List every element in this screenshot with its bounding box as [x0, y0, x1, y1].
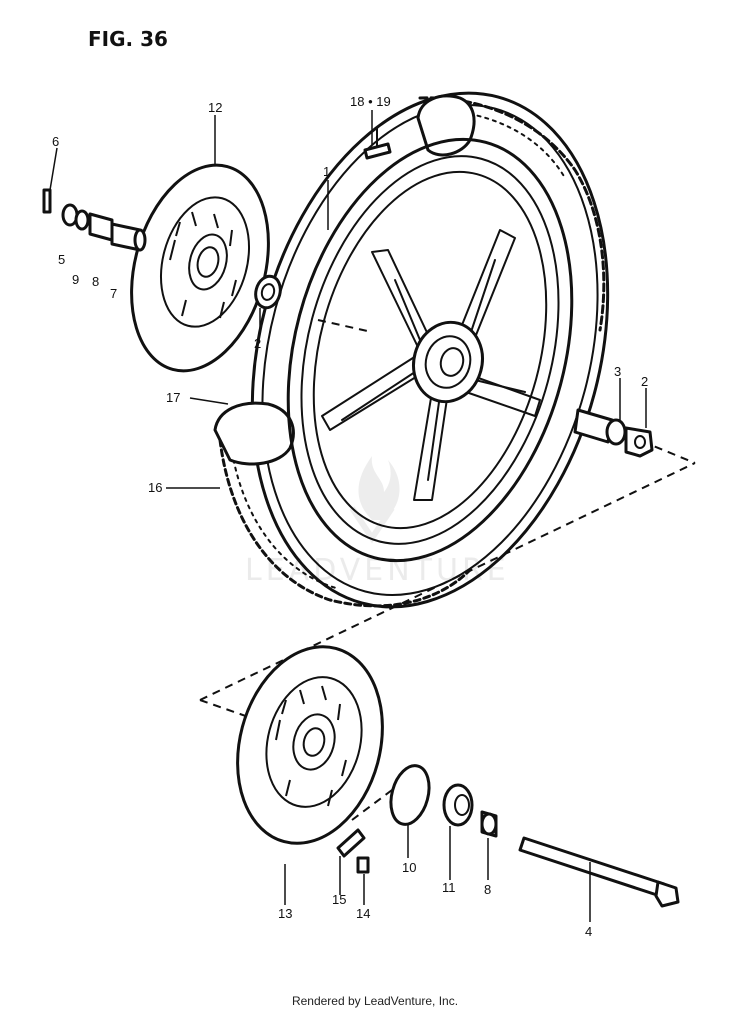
callout-2-left: 2 [254, 336, 261, 351]
dust-cover [389, 764, 431, 826]
speedo-gear-parts [389, 764, 498, 838]
disc-bolts [336, 828, 370, 874]
callout-17: 17 [166, 390, 180, 405]
brake-disc-lower [236, 645, 384, 845]
callout-9: 9 [72, 272, 79, 287]
spacer [88, 212, 114, 242]
dust-seal-left [254, 274, 282, 310]
bolt [42, 188, 52, 214]
callout-1: 1 [323, 164, 330, 179]
gear-housing [442, 783, 474, 827]
callout-7: 7 [110, 286, 117, 301]
washer-thin [74, 209, 90, 231]
callout-labels: 1 2 2 3 4 5 6 7 8 8 9 10 11 12 13 14 15 … [52, 94, 648, 939]
right-hardware [573, 408, 654, 458]
callout-14: 14 [356, 906, 370, 921]
callout-leaders [49, 110, 647, 922]
brake-disc-upper [130, 163, 270, 373]
callout-11: 11 [442, 880, 456, 895]
callout-8-lower: 8 [484, 882, 491, 897]
left-hardware-stack [42, 188, 147, 252]
callout-15: 15 [332, 892, 346, 907]
callout-10: 10 [402, 860, 416, 875]
callout-5: 5 [58, 252, 65, 267]
front-wheel-assembly [213, 91, 610, 609]
callout-6: 6 [52, 134, 59, 149]
callout-8-upper: 8 [92, 274, 99, 289]
callout-13: 13 [278, 906, 292, 921]
callout-3: 3 [614, 364, 621, 379]
callout-2-right: 2 [641, 374, 648, 389]
axle-nut [624, 426, 654, 458]
front-axle [518, 836, 680, 908]
render-credit: Rendered by LeadVenture, Inc. [291, 994, 459, 1008]
callout-4: 4 [585, 924, 592, 939]
hub [412, 320, 484, 404]
figure-title: FIG. 36 [88, 27, 168, 51]
callout-18-19: 18 • 19 [350, 94, 391, 109]
rim [286, 137, 574, 563]
collar-right [573, 408, 614, 444]
callout-16: 16 [148, 480, 162, 495]
valve-parts [363, 127, 392, 160]
flame-logo-icon [349, 456, 400, 544]
callout-12: 12 [208, 100, 222, 115]
